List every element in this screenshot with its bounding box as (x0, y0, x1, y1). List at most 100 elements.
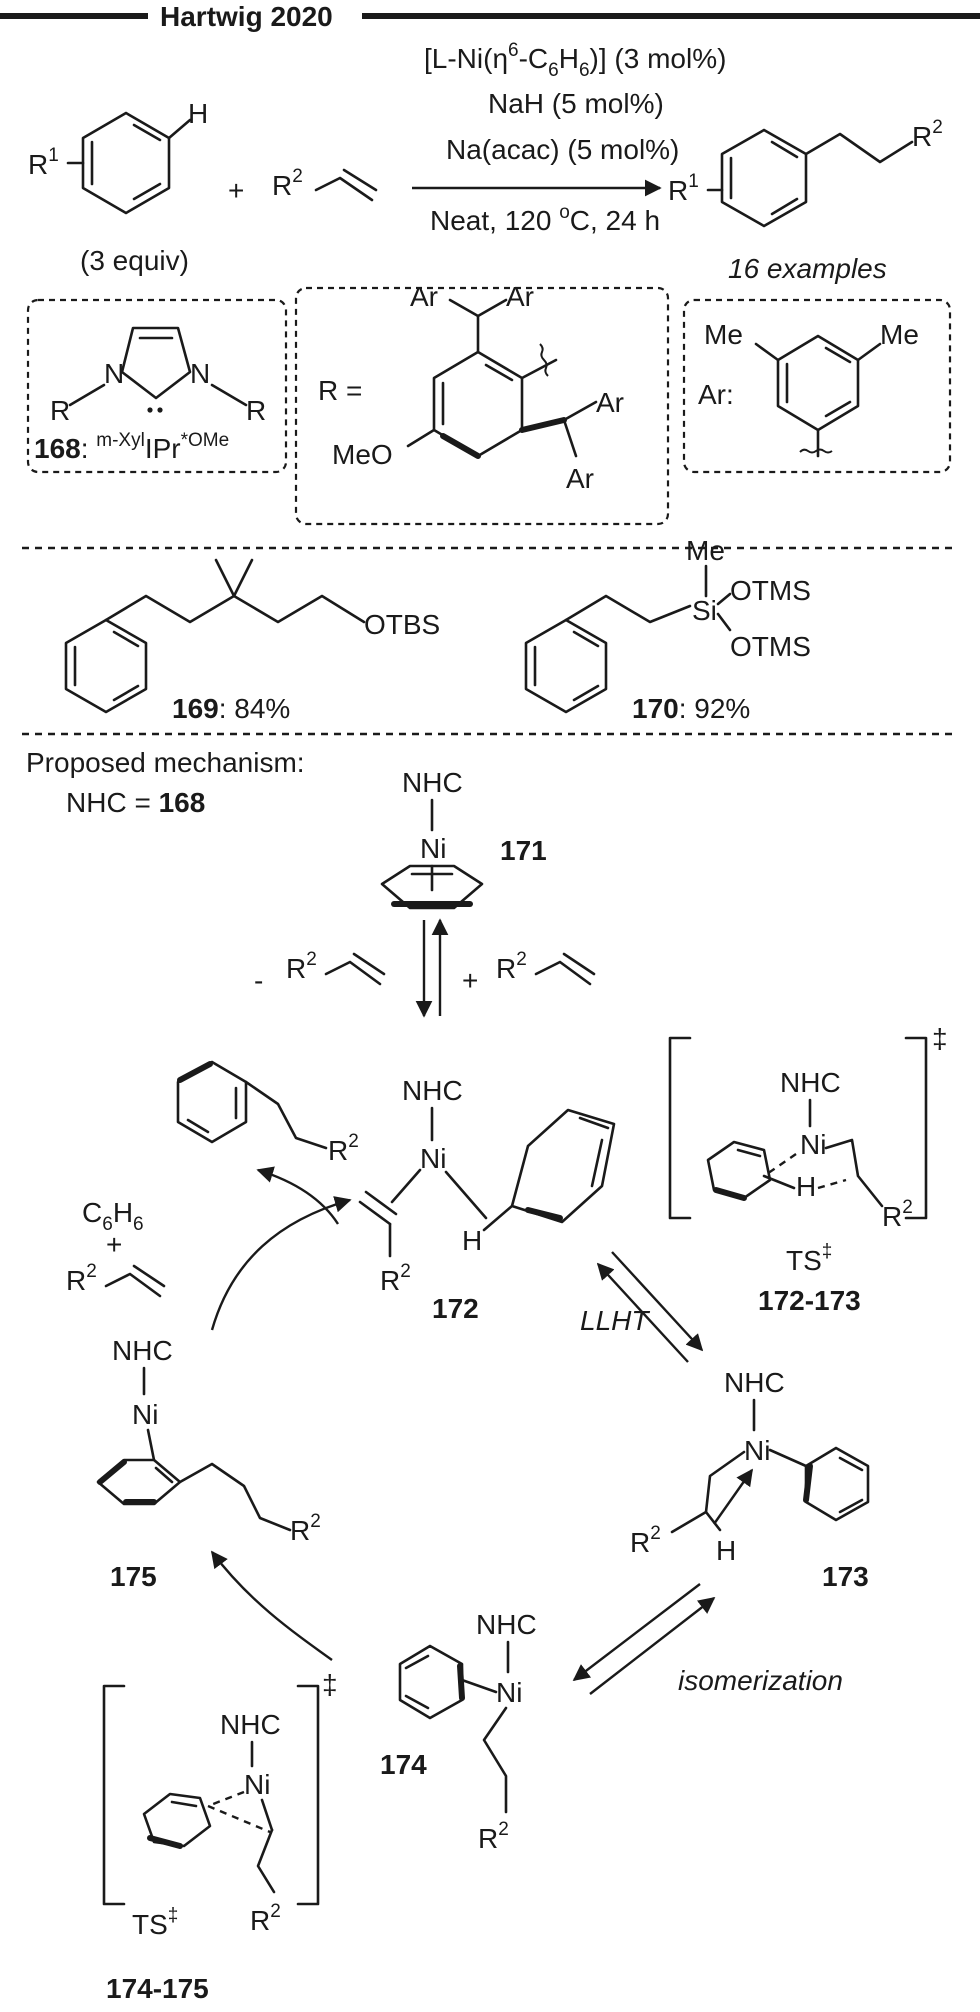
arene-reactant: H R1 (3 equiv) (28, 98, 208, 276)
ts1-ni: Ni (800, 1129, 826, 1160)
r-top-ar-right: Ar (506, 281, 534, 312)
nhc-r-bond-left (68, 383, 106, 407)
ts-174-175: ‡ NHC Ni R2 TS‡ 174-175 (102, 1669, 338, 2004)
reaction-conditions: [L-Ni(η6-C6H6)] (3 mol%) NaH (5 mol%) Na… (412, 40, 726, 236)
s174-ni-aryl-bond (460, 1678, 498, 1694)
r-attachment-wavy (539, 343, 549, 377)
s173-agostic-arrow (713, 1468, 753, 1525)
ts2-ni-c-bond (260, 1798, 274, 1832)
species-175: NHC Ni R2 175 (96, 1335, 321, 1592)
nhc-definition: NHC = 168 (66, 787, 205, 818)
s174-aryl-double (404, 1654, 430, 1670)
species-174: NHC Ni R2 174 (380, 1609, 537, 1854)
s174-ni: Ni (496, 1677, 522, 1708)
p170-si: Si (692, 595, 717, 626)
r-aryl-bold-bond (440, 433, 481, 459)
arene-ch-bond (167, 118, 192, 140)
s173-label: 173 (822, 1561, 869, 1592)
ar-ring (776, 334, 860, 432)
s174-aryl-ring (398, 1644, 464, 1720)
arene-r1: R1 (28, 145, 59, 180)
nhc-ring (120, 326, 192, 400)
eq-alkene-out (324, 960, 382, 986)
p170-si-o-bond-1 (716, 592, 732, 606)
s175-aryl-ring (96, 1458, 182, 1506)
arene-ring (81, 111, 171, 215)
eq-alkene-in-r2: R2 (496, 949, 527, 984)
ts2-label: 174-175 (106, 1973, 209, 2004)
r-attachment-bond (520, 358, 558, 380)
ar-group-frame (682, 298, 952, 474)
reagent-r2: R2 (66, 1261, 97, 1296)
alkene-chain (314, 176, 374, 202)
r-top-ar-bond-right (476, 298, 508, 318)
header-title: Hartwig 2020 (160, 1, 333, 32)
ts2-ni: Ni (244, 1769, 270, 1800)
r-equals: R = (318, 375, 362, 406)
r-group-frame (294, 286, 670, 526)
arene-h: H (188, 98, 208, 129)
s175-ni-eta2-bond (146, 1428, 156, 1462)
p170-me: Me (686, 535, 725, 566)
arene-double-bond (132, 182, 162, 201)
s173-aryl-bold (803, 1463, 813, 1503)
s172-benzene-double (590, 1138, 604, 1188)
carbene-lone-pair (147, 407, 153, 413)
ar-colon: Ar: (698, 379, 734, 410)
s172-nhc: NHC (402, 1075, 463, 1106)
p170-si-o-bond-2 (716, 612, 732, 632)
ar-me-right: Me (880, 319, 919, 350)
r-bottom-ar-bond-upper (562, 400, 598, 422)
p169-label: 169: 84% (172, 693, 290, 724)
s172-benzene (510, 1108, 616, 1224)
s175-aryl-bold (97, 1459, 127, 1485)
s173-c-h-bond (704, 1510, 722, 1532)
alkene-double-bond (342, 168, 378, 192)
eq-minus: - (254, 965, 263, 996)
s171-label: 171 (500, 835, 547, 866)
ts2-aryl-bold (147, 1835, 183, 1849)
rp-double (186, 1118, 210, 1134)
p170-otms-2: OTMS (730, 631, 811, 662)
carbene-lone-pair (157, 407, 163, 413)
alkene-r2: R2 (272, 166, 303, 201)
p170-label: 170: 92% (632, 693, 750, 724)
nhc-n-right: N (190, 358, 210, 389)
ts1-aryl-double (736, 1148, 762, 1158)
s172-benzene-double (578, 1116, 610, 1130)
llht-label: LLHT (580, 1305, 650, 1336)
arrow-175-to-172 (210, 1196, 352, 1331)
nhc-r-bond-right (210, 383, 248, 407)
ar-double-bond (824, 400, 852, 418)
product-chain (804, 132, 914, 164)
p169-double-bond (112, 630, 140, 648)
condition-base: NaH (5 mol%) (488, 88, 664, 119)
ar-group-box: Ar: Me Me (682, 298, 952, 474)
r-methoxy: MeO (332, 439, 393, 470)
s175-r2: R2 (290, 1511, 321, 1546)
s175-nhc: NHC (112, 1335, 173, 1366)
equilibrium-isomerization: isomerization (572, 1583, 843, 1696)
isomerization-label: isomerization (678, 1665, 843, 1696)
product-double-bond (770, 140, 799, 159)
s172-benzene-bold (525, 1207, 563, 1221)
header: Hartwig 2020 (0, 1, 980, 32)
ts2-dagger: ‡ (322, 1669, 338, 1700)
r-aryl-double-bond (484, 363, 514, 382)
s172-ni-alkene-bond (390, 1168, 422, 1204)
s173-ni: Ni (744, 1435, 770, 1466)
arene-equiv: (3 equiv) (80, 245, 189, 276)
ts2-alkyl (256, 1828, 276, 1894)
s172-ni-h-interaction (444, 1170, 488, 1220)
reagent-alkene-double (132, 1264, 166, 1288)
arene-double-bond (132, 123, 162, 142)
product-double-bond (770, 197, 799, 216)
ts2-bracket-left (102, 1684, 126, 1906)
ar-double-bond (824, 346, 852, 364)
equilibrium-171-172: - R2 + R2 (254, 918, 596, 1018)
ts2-ts: TS‡ (132, 1905, 178, 1940)
r-group-box: R = Ar Ar Ar Ar MeO (294, 281, 670, 526)
s172-label: 172 (432, 1293, 479, 1324)
s172-h: H (462, 1225, 482, 1256)
